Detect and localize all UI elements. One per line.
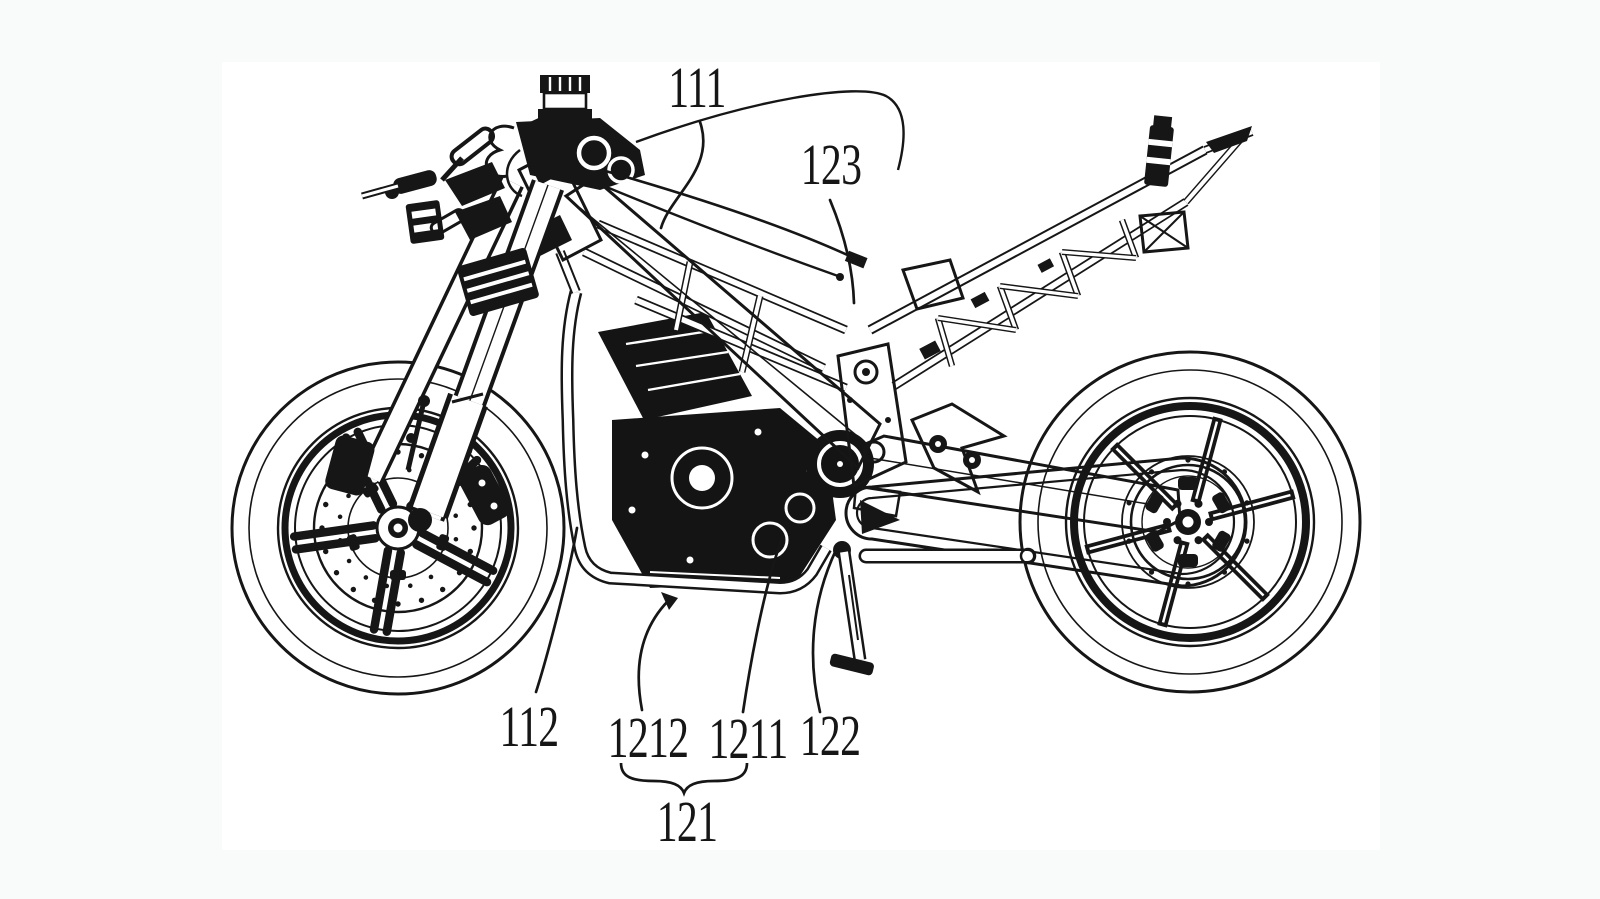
left-grip <box>393 170 437 194</box>
drive-chain <box>844 456 1248 588</box>
leader-111 <box>659 120 705 230</box>
swingarm <box>852 434 1182 565</box>
ref-label-1211: 1211 <box>708 706 788 771</box>
pivot-plate <box>836 342 908 489</box>
leader-1211 <box>741 534 785 714</box>
ref-label-122: 122 <box>799 703 861 768</box>
tail-tip <box>1206 126 1252 153</box>
radiator <box>457 248 539 316</box>
truss-braces <box>934 218 1140 367</box>
cables <box>601 90 905 281</box>
leader-122 <box>811 548 838 714</box>
mirror-paddle <box>449 126 496 167</box>
brace-121 <box>619 762 749 797</box>
ref-label-112: 112 <box>499 694 560 759</box>
ref-label-111: 111 <box>668 55 726 120</box>
handlebar-cluster <box>361 126 512 244</box>
intake-stack <box>484 75 645 198</box>
leader-1212-arrow <box>661 592 678 610</box>
footpeg-hanger <box>909 402 1008 496</box>
leader-lines <box>534 120 856 714</box>
trellis-tubes <box>582 219 848 393</box>
right-brake-caliper <box>459 464 510 526</box>
leader-112 <box>534 526 579 694</box>
ref-label-123: 123 <box>800 132 862 197</box>
left-brake-caliper <box>325 435 375 496</box>
ref-label-121: 121 <box>656 789 718 854</box>
leader-1212 <box>637 599 670 712</box>
seat-bracket <box>901 258 965 311</box>
ref-label-1212: 1212 <box>607 705 689 770</box>
leader-123 <box>828 198 856 305</box>
tail-canister <box>1144 115 1174 187</box>
subframe-truss <box>867 115 1254 390</box>
kickstand <box>829 541 874 676</box>
rear-sprocket <box>1129 463 1247 581</box>
